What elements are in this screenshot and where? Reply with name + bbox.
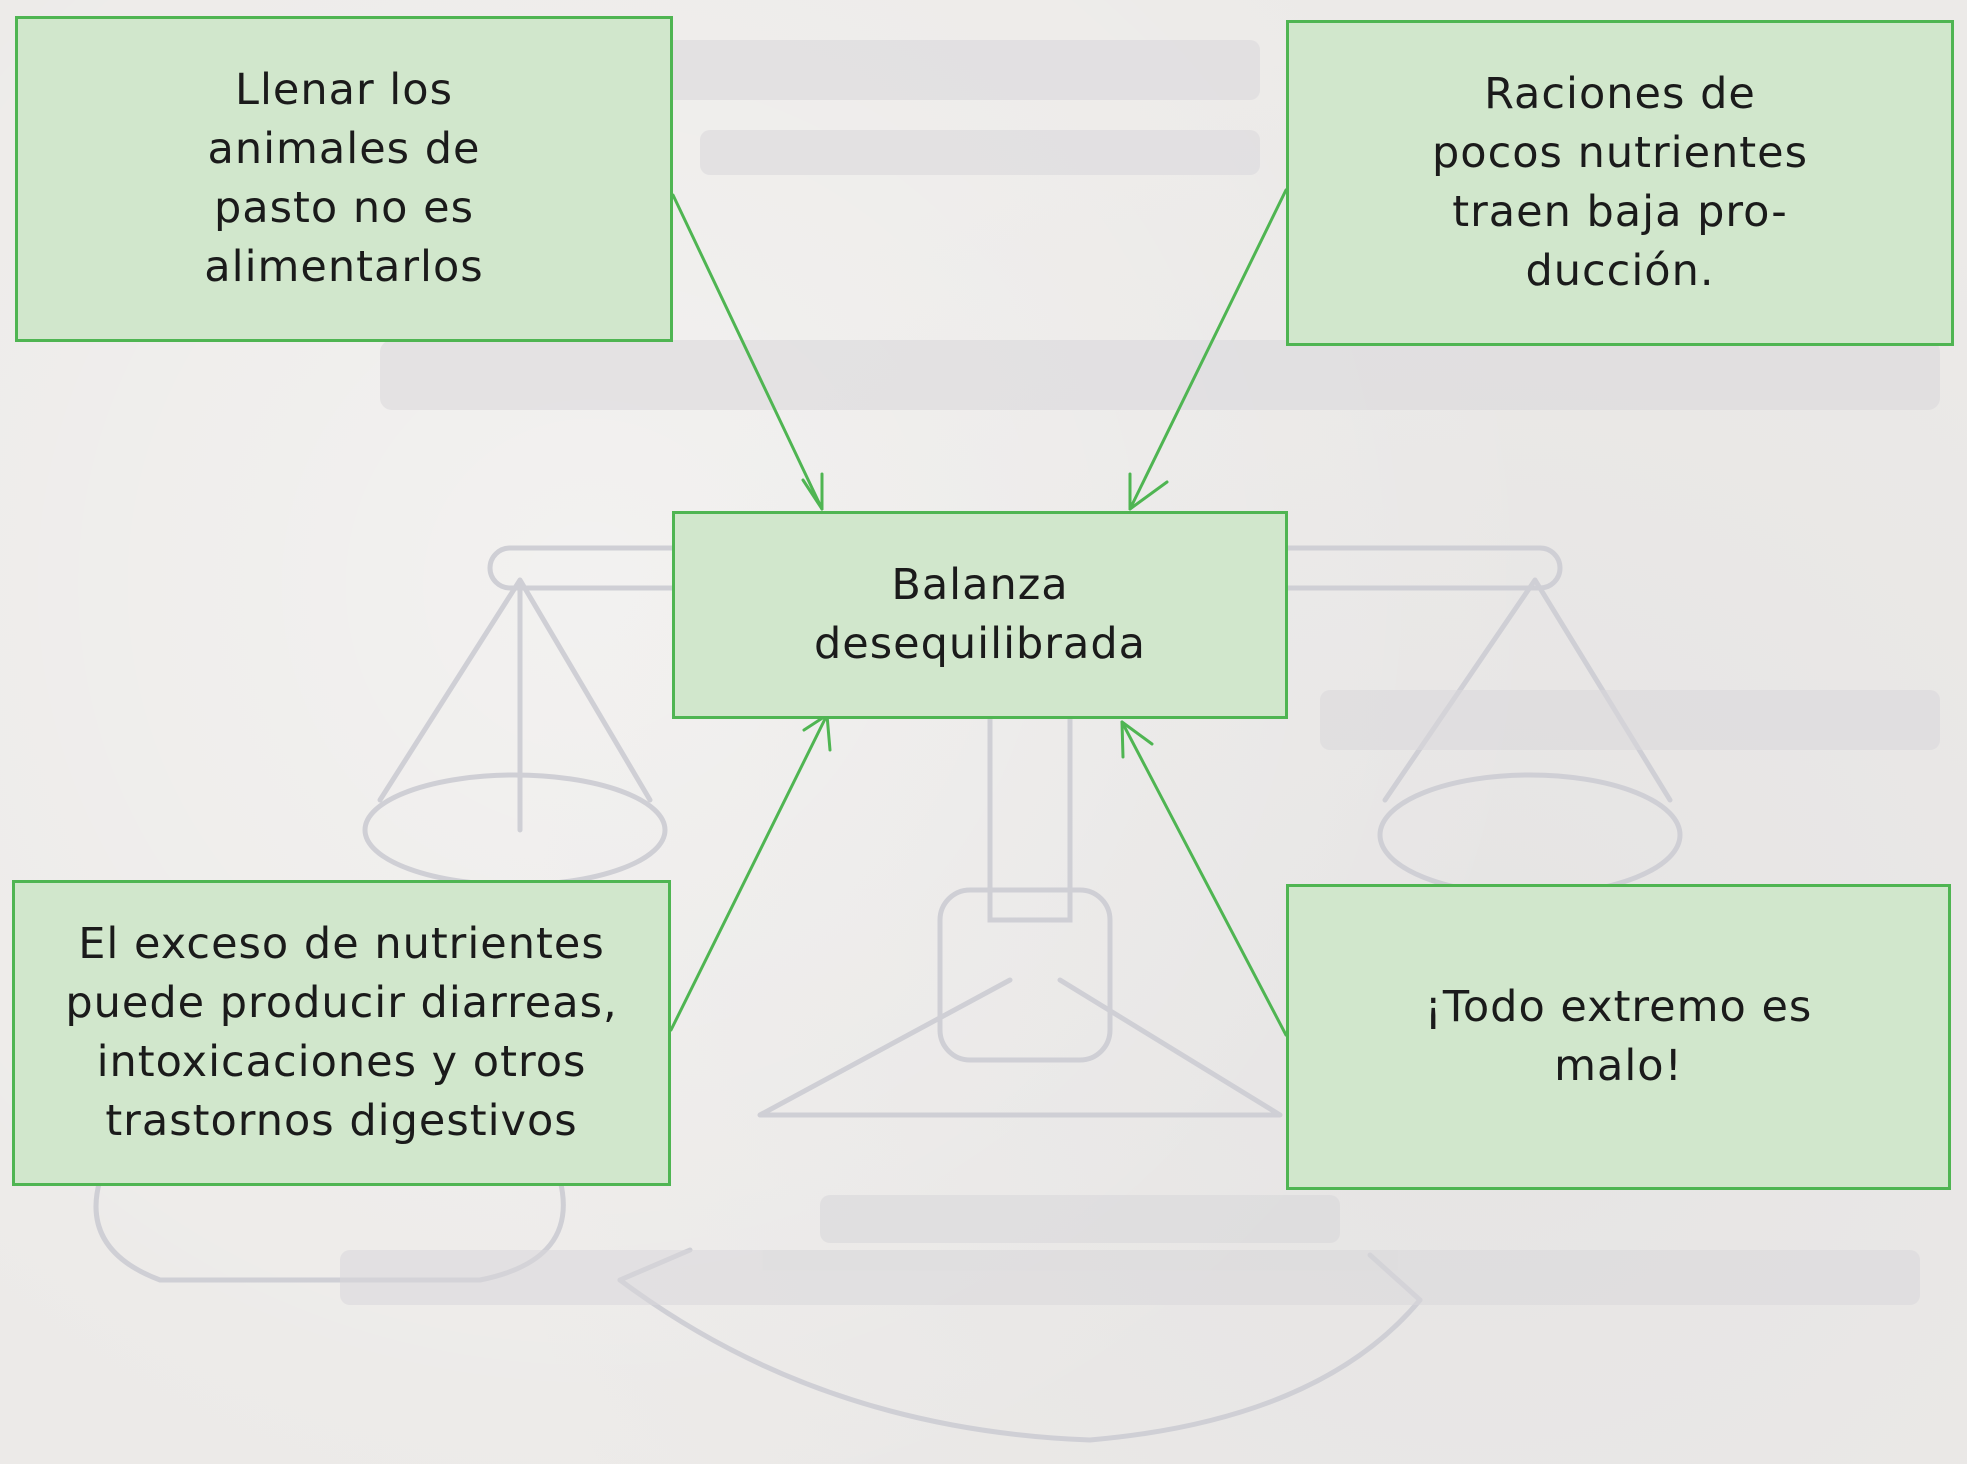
arrowhead-bottomright	[1120, 720, 1154, 759]
box-top-right: Raciones de pocos nutrientes traen baja …	[1286, 20, 1954, 346]
left-pan-strings	[377, 577, 653, 833]
balance-weight	[937, 887, 1113, 1063]
arrow-bottomright-to-center	[1120, 720, 1288, 1037]
box-top-left: Llenar los animales de pasto no es alime…	[15, 16, 673, 342]
arrowhead-topright	[1128, 472, 1169, 511]
box-center: Balanza desequilibrada	[672, 511, 1288, 719]
arrow-bottomleft-to-center	[669, 713, 829, 1032]
balance-base	[757, 977, 1283, 1118]
bottom-bowl	[617, 1277, 1423, 1443]
arrow-topright-to-center	[1128, 188, 1288, 511]
box-bottom-left-text: El exceso de nutrientes puede producir d…	[65, 919, 618, 1146]
box-bottom-left: El exceso de nutrientes puede producir d…	[12, 880, 671, 1186]
arrow-topleft-to-center	[671, 193, 824, 511]
box-top-right-text: Raciones de pocos nutrientes traen baja …	[1431, 69, 1809, 296]
arrowhead-topleft	[801, 472, 824, 511]
box-bottom-right: ¡Todo extremo es malo!	[1286, 884, 1951, 1190]
box-top-left-text: Llenar los animales de pasto no es alime…	[204, 65, 484, 292]
box-bottom-right-text: ¡Todo extremo es malo!	[1424, 982, 1813, 1091]
box-center-text: Balanza desequilibrada	[814, 560, 1146, 669]
